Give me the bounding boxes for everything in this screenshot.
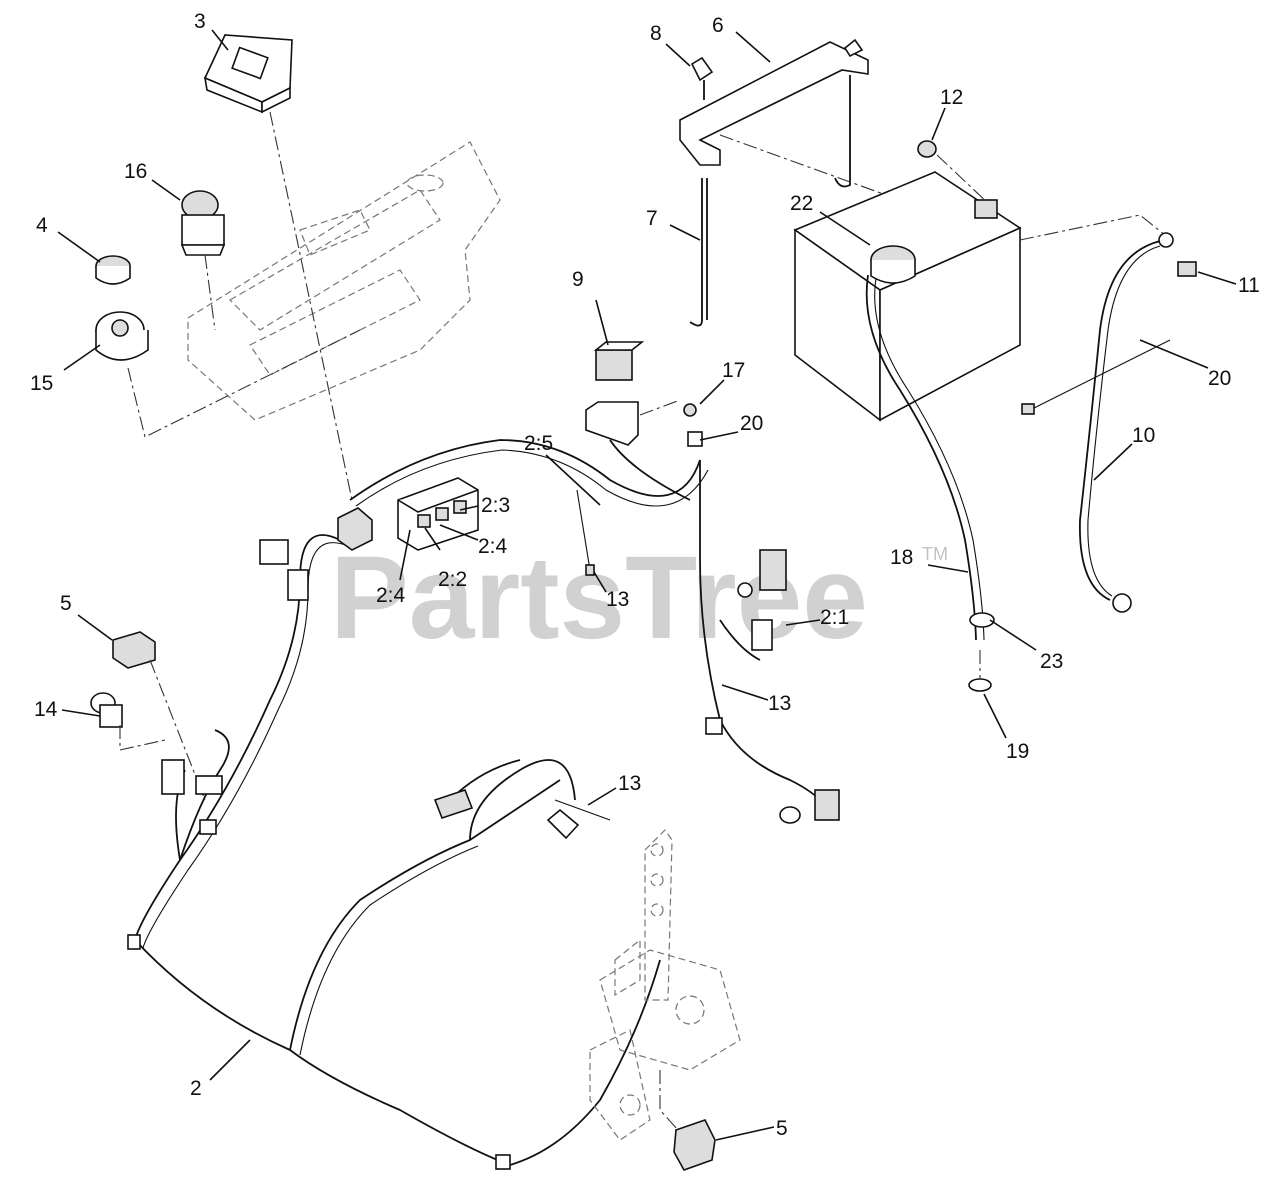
callout-2-2: 2:2 bbox=[438, 568, 467, 591]
callout-17: 17 bbox=[722, 359, 745, 382]
main-wire-harness bbox=[134, 439, 831, 1166]
battery-part bbox=[793, 171, 1022, 422]
callout-10: 10 bbox=[1132, 424, 1155, 447]
callout-12: 12 bbox=[940, 86, 963, 109]
callout-15: 15 bbox=[30, 372, 53, 395]
callout-22: 22 bbox=[790, 192, 813, 215]
hold-down-rod-part bbox=[689, 178, 708, 327]
callout-23: 23 bbox=[1040, 650, 1063, 673]
callout-8: 8 bbox=[650, 22, 662, 45]
callout-19: 19 bbox=[1006, 740, 1029, 763]
callout-7: 7 bbox=[646, 207, 658, 230]
callout-20-center: 20 bbox=[740, 412, 763, 435]
callout-18: 18 bbox=[890, 546, 913, 569]
relay-part bbox=[593, 341, 645, 381]
key-part bbox=[95, 255, 131, 285]
callout-2-1: 2:1 bbox=[820, 606, 849, 629]
harness-connector-2-1 bbox=[737, 549, 787, 651]
cable-tie-part-13-lower bbox=[546, 799, 611, 840]
callout-14: 14 bbox=[34, 698, 58, 721]
ignition-switch-part bbox=[95, 311, 149, 361]
cable-tie-2-5 bbox=[576, 489, 595, 576]
switch-part-5-lower bbox=[673, 1119, 716, 1171]
nut-part-12 bbox=[917, 140, 937, 158]
callout-2-4-left: 2:4 bbox=[376, 584, 406, 607]
washer-part-19 bbox=[968, 650, 992, 692]
cable-tie-part-20-right bbox=[1021, 339, 1171, 415]
watermark-trademark: TM bbox=[922, 544, 948, 564]
callout-9: 9 bbox=[572, 268, 584, 291]
switch-part-16 bbox=[180, 190, 226, 256]
screw-part-17 bbox=[683, 403, 697, 417]
callout-2-3: 2:3 bbox=[481, 494, 510, 517]
callout-labels: 3 8 6 12 16 22 7 4 11 9 15 17 20 20 10 2… bbox=[30, 10, 1260, 1140]
callout-6: 6 bbox=[712, 14, 724, 37]
watermark: PartsTree TM bbox=[330, 532, 948, 664]
callout-2: 2 bbox=[190, 1077, 202, 1100]
callout-13-lower: 13 bbox=[618, 772, 641, 795]
harness-clip bbox=[705, 717, 723, 735]
callout-20-right: 20 bbox=[1208, 367, 1231, 390]
lever-assembly bbox=[589, 829, 741, 1141]
harness-clip-bottom bbox=[127, 934, 511, 1170]
switch-part-5-upper bbox=[112, 631, 156, 669]
battery-cable-part-10 bbox=[1079, 232, 1174, 613]
callout-16: 16 bbox=[124, 160, 147, 183]
leader-lines bbox=[57, 29, 1237, 1141]
harness-plug-center bbox=[433, 789, 474, 819]
battery-bracket-part bbox=[679, 38, 869, 188]
harness-connector-left bbox=[259, 539, 309, 601]
hour-meter-part bbox=[203, 34, 293, 114]
callout-5-lower: 5 bbox=[776, 1117, 788, 1140]
callout-5-upper: 5 bbox=[60, 592, 72, 615]
watermark-text: PartsTree bbox=[330, 532, 868, 664]
callout-13-middle: 13 bbox=[768, 692, 791, 715]
callout-13-upper: 13 bbox=[606, 588, 629, 611]
bolt-part-11 bbox=[1177, 261, 1197, 277]
callout-11: 11 bbox=[1238, 274, 1260, 297]
battery-cable-part-18 bbox=[865, 274, 995, 641]
callout-2-4-right: 2:4 bbox=[478, 535, 508, 558]
cable-tie-part-20-center bbox=[687, 431, 703, 447]
harness-connector-lower-right bbox=[779, 789, 840, 824]
relay-socket-part bbox=[585, 401, 639, 446]
callout-3: 3 bbox=[194, 10, 206, 33]
control-panel-frame bbox=[187, 141, 501, 421]
harness-connector-2-4 bbox=[337, 507, 373, 551]
harness-plug-left bbox=[161, 759, 223, 835]
callout-4: 4 bbox=[36, 214, 48, 237]
switch-part-14 bbox=[90, 692, 123, 728]
callout-2-5: 2:5 bbox=[524, 432, 553, 455]
